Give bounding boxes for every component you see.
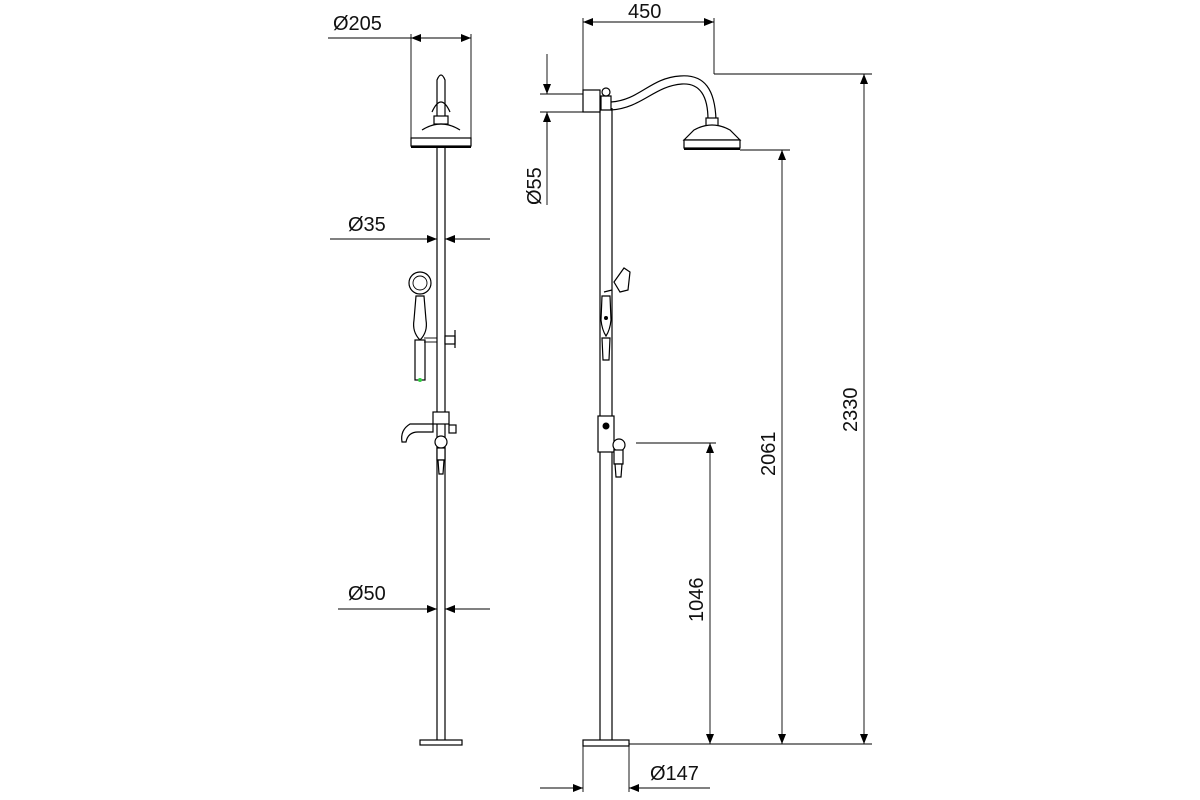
side-gooseneck-arm (610, 75, 717, 121)
arm-reach-label: 450 (628, 1, 661, 23)
column-diameter-label: Ø35 (348, 214, 386, 236)
head-height-label: 2061 (758, 432, 780, 477)
side-base-plate (582, 739, 630, 747)
overall-height-label: 2330 (840, 388, 862, 433)
side-hand-shower (600, 267, 631, 361)
base-diameter-label: Ø147 (650, 763, 699, 785)
side-mixer (597, 415, 626, 478)
side-shower-head (682, 117, 742, 150)
dimension-arm-tube-diameter: Ø55 (524, 54, 583, 205)
mixer-height-label: 1046 (686, 578, 708, 623)
dimension-head-height: 2061 (758, 150, 786, 744)
dimension-arm-reach: 450 (582, 1, 715, 90)
base-column-diameter-label: Ø50 (348, 583, 386, 605)
dimension-column-diameter: Ø35 (330, 214, 490, 243)
side-view: 450 Ø55 1046 2061 2330 (524, 1, 872, 792)
front-hand-shower (408, 271, 456, 382)
front-base-plate (419, 739, 463, 746)
dimension-base-diameter: Ø147 (540, 746, 710, 792)
dimension-mixer-height: 1046 (686, 443, 714, 744)
arm-tube-diameter-label: Ø55 (524, 167, 546, 205)
dimension-base-column-diameter: Ø50 (338, 583, 490, 613)
dimension-head-diameter: Ø205 (328, 13, 472, 146)
side-arm-tube (582, 87, 612, 113)
front-mixer (401, 411, 457, 475)
head-diameter-label: Ø205 (333, 13, 382, 35)
dimension-overall-height: 2330 (840, 74, 868, 744)
front-shower-head (410, 74, 472, 148)
front-view: Ø205 Ø35 Ø50 (328, 13, 490, 746)
